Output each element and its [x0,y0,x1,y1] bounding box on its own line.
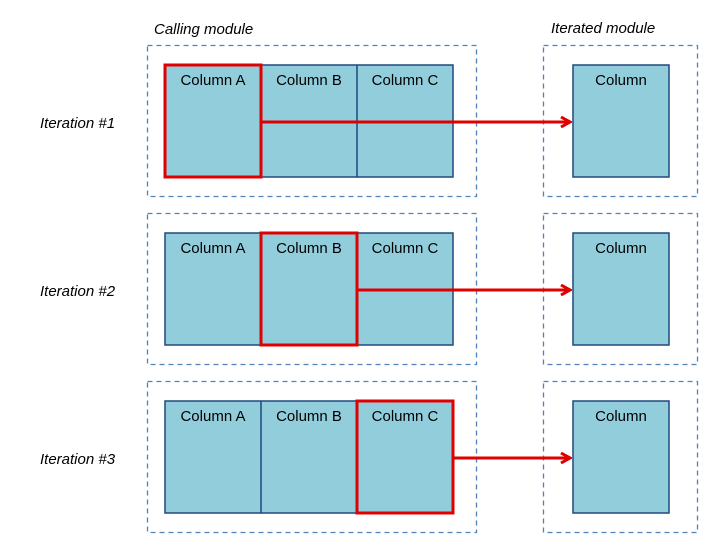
column-label-c: Column C [372,240,439,257]
iterated-column-box [572,64,670,178]
iteration-row-3: Iteration #3 Column A Column B Column C Colu… [40,380,699,534]
column-label-c: Column C [372,72,439,89]
iterated-column-box [572,400,670,514]
iteration-label: Iteration #2 [40,283,116,300]
column-label-a: Column A [180,72,245,89]
iteration-rows: Iteration #1 Column A Column B Column C Colu… [40,44,699,534]
column-label-b: Column B [276,240,342,257]
iteration-label: Iteration #3 [40,451,116,468]
columns-table [164,400,454,514]
iterated-column-box [572,232,670,346]
iterated-column-label: Column [595,240,647,257]
calling-module-frame [146,44,478,198]
iteration-row-1: Iteration #1 Column A Column B Column C Colu… [40,44,699,198]
calling-module-header: Calling module [154,21,253,38]
iterated-column-label: Column [595,72,647,89]
calling-module-frame [146,212,478,366]
column-label-a: Column A [180,240,245,257]
iterated-module-header: Iterated module [551,20,655,37]
calling-module-frame [146,380,478,534]
column-label-b: Column B [276,408,342,425]
column-label-c: Column C [372,408,439,425]
column-label-b: Column B [276,72,342,89]
iteration-label: Iteration #1 [40,115,115,132]
column-label-a: Column A [180,408,245,425]
iterated-column-label: Column [595,408,647,425]
iteration-row-2: Iteration #2 Column A Column B Column C Colu… [40,212,699,366]
